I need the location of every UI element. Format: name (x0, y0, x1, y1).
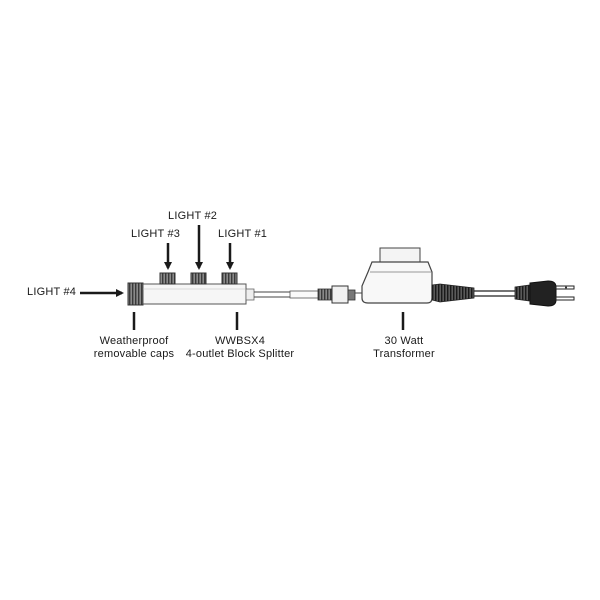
top-cap-light2 (190, 272, 207, 285)
transformer-connector (317, 285, 356, 304)
top-cap-light3 (159, 272, 176, 285)
label-caps-line2: removable caps (93, 348, 175, 360)
transformer (355, 247, 475, 304)
splitter-cable (254, 290, 321, 299)
side-cap (127, 282, 144, 306)
power-cord (474, 290, 515, 297)
label-splitter-line1: WWBSX4 (214, 335, 266, 347)
label-caps-line1: Weatherproof (99, 335, 169, 347)
label-light1: LIGHT #1 (218, 228, 268, 240)
label-light4: LIGHT #4 (27, 286, 77, 298)
label-light2: LIGHT #2 (168, 210, 218, 222)
label-light3: LIGHT #3 (131, 228, 181, 240)
label-splitter-line2: 4-outlet Block Splitter (185, 348, 295, 360)
power-plug (514, 280, 575, 307)
label-splitter: WWBSX4 4-outlet Block Splitter (186, 335, 295, 361)
label-transformer-line2: Transformer (373, 348, 435, 360)
label-transformer-line1: 30 Watt (384, 335, 424, 347)
label-transformer: 30 Watt Transformer (373, 335, 435, 361)
label-caps: Weatherproof removable caps (94, 335, 174, 361)
top-cap-light1 (221, 272, 238, 285)
block-splitter (127, 272, 255, 306)
